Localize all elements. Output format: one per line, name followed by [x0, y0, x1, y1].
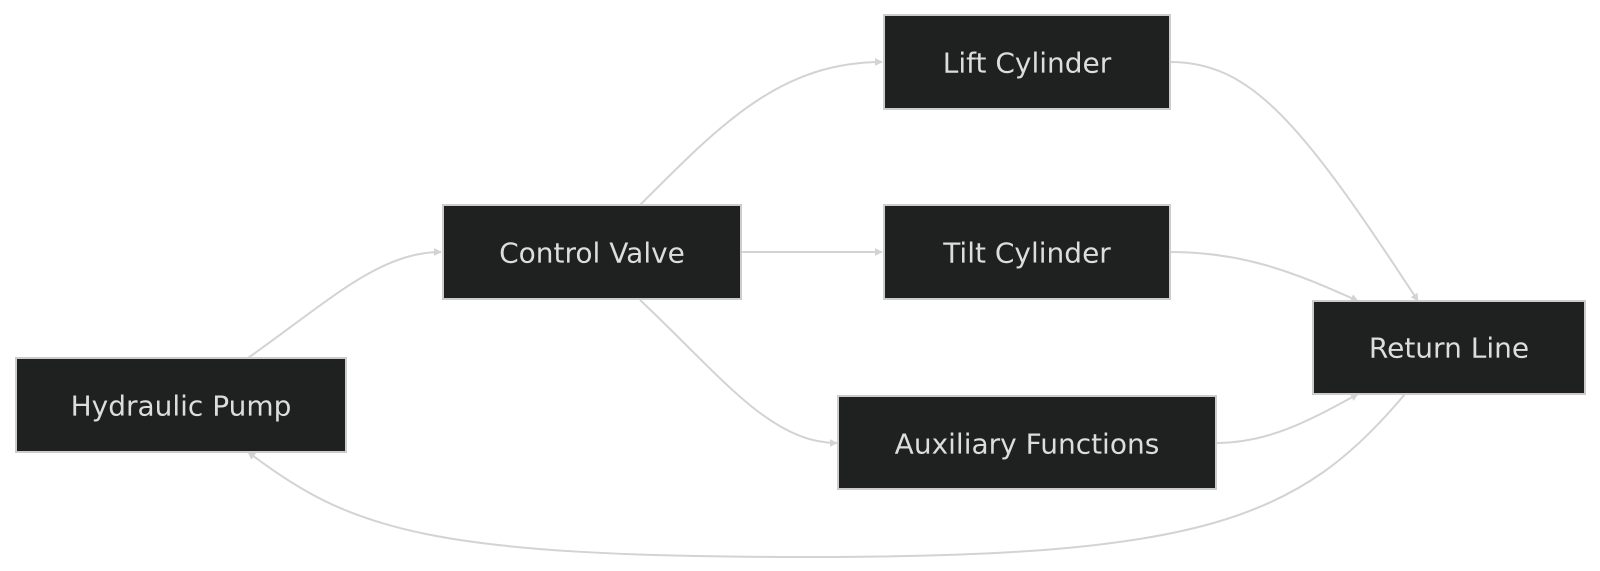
- node-label: Auxiliary Functions: [895, 428, 1160, 461]
- node-label: Hydraulic Pump: [71, 390, 292, 423]
- edges: [247, 58, 1419, 559]
- node-hydraulic-pump[interactable]: Hydraulic Pump: [15, 357, 347, 453]
- edge-valve-to-aux: [639, 299, 838, 447]
- node-label: Tilt Cylinder: [942, 237, 1111, 270]
- node-lift-cylinder[interactable]: Lift Cylinder: [883, 14, 1171, 110]
- node-label: Control Valve: [499, 237, 685, 270]
- edge-tilt-to-return: [1169, 251, 1359, 302]
- node-auxiliary-functions[interactable]: Auxiliary Functions: [837, 395, 1217, 490]
- node-return-line[interactable]: Return Line: [1312, 300, 1586, 395]
- edge-valve-to-lift: [639, 58, 883, 206]
- edge-return-to-pump: [247, 393, 1406, 559]
- edge-aux-to-return: [1214, 393, 1359, 444]
- edge-lift-to-return: [1169, 61, 1419, 302]
- node-control-valve[interactable]: Control Valve: [442, 204, 742, 300]
- node-label: Lift Cylinder: [943, 47, 1112, 80]
- node-tilt-cylinder[interactable]: Tilt Cylinder: [883, 204, 1171, 300]
- node-label: Return Line: [1369, 332, 1529, 365]
- edge-pump-to-valve: [247, 248, 442, 359]
